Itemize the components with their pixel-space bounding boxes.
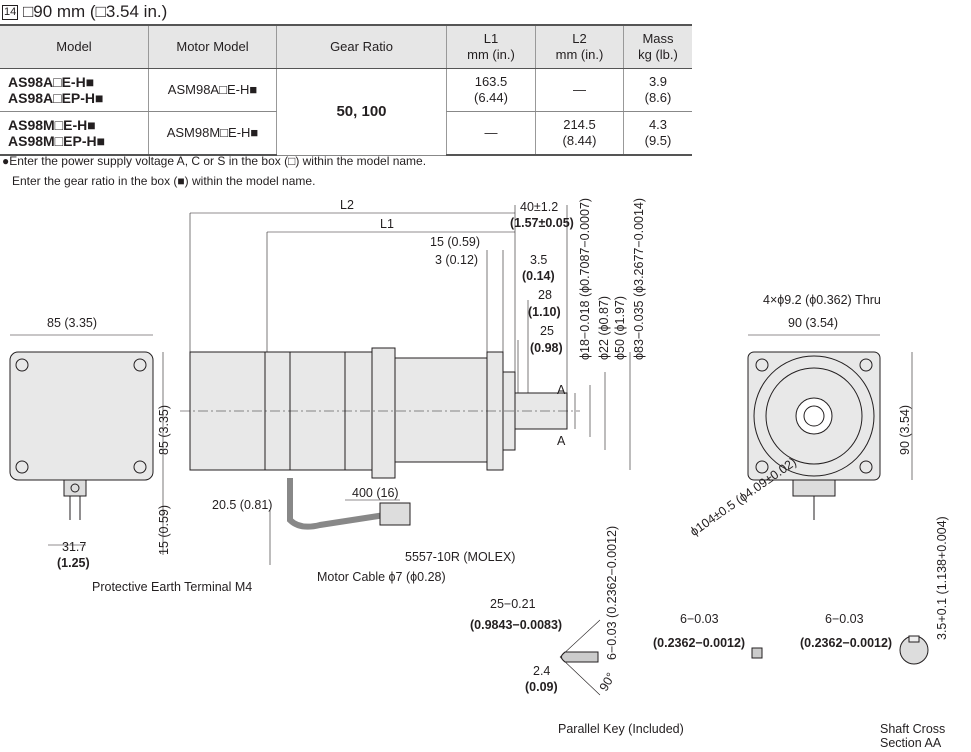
dim-mounting-holes: 4×ϕ9.2 (ϕ0.362) Thru	[763, 293, 881, 307]
shaft-key-width: 6−0.03	[825, 612, 864, 626]
key-length: 25−0.21	[490, 597, 536, 611]
dim-phi22: ϕ22 (ϕ0.87)	[597, 295, 611, 360]
section-mark-a: A	[557, 383, 566, 397]
pe-terminal-label: Protective Earth Terminal M4	[92, 580, 253, 594]
dim-15-terminal: 15 (0.59)	[157, 504, 171, 555]
shaft-caption: Shaft Cross Section AA	[880, 722, 946, 750]
shaft-key-depth: 3.5+0.1 (1.138+0.004)	[935, 516, 949, 640]
motor-model-cell: ASM98M□E-H■	[148, 111, 277, 156]
dim-3-5-in: (0.14)	[522, 269, 555, 283]
motor-end-view	[9, 334, 164, 555]
col-mass: Mass kg (lb.)	[623, 24, 692, 69]
dim-90-width: 90 (3.54)	[788, 316, 839, 330]
table-row: AS98A□E-H■AS98A□EP-H■ ASM98A□E-H■ 50, 10…	[0, 68, 692, 156]
key-height: 6−0.03 (0.2362−0.0012)	[605, 525, 619, 660]
gear-ratio-cell: 50, 100	[276, 68, 447, 156]
table-row: AS98M□E-H■AS98M□EP-H■ ASM98M□E-H■ — 214.…	[0, 111, 692, 156]
cable-label: Motor Cable ϕ7 (ϕ0.28)	[317, 570, 446, 584]
dim-15: 15 (0.59)	[430, 235, 481, 249]
dim-85-height: 85 (3.35)	[157, 404, 171, 455]
dim-3-5: 3.5	[530, 253, 548, 267]
section-number: 14	[2, 5, 19, 20]
dim-28: 28	[538, 288, 552, 302]
dim-31-7: 31.7	[62, 540, 87, 554]
mass-cell: 3.9 (8.6)	[623, 68, 692, 112]
dim-85-width: 85 (3.35)	[47, 316, 98, 330]
motor-model-cell: ASM98A□E-H■	[148, 68, 277, 112]
l2-cell: 214.5 (8.44)	[535, 111, 624, 156]
note-gear-ratio: Enter the gear ratio in the box (■) with…	[12, 174, 316, 188]
dim-l2: L2	[340, 198, 354, 212]
dim-40: 40±1.2	[520, 200, 559, 214]
dim-l1: L1	[380, 217, 394, 231]
col-gear-ratio: Gear Ratio	[276, 24, 447, 69]
section-title: 14 □90 mm (□3.54 in.)	[2, 2, 167, 22]
col-model: Model	[0, 24, 149, 69]
screw-icon	[15, 358, 147, 474]
motor-side-view	[180, 205, 631, 565]
section-mark-a: A	[557, 434, 566, 448]
spec-table: Model Motor Model Gear Ratio L1 mm (in.)…	[0, 24, 692, 156]
l1-cell: 163.5 (6.44)	[446, 68, 536, 112]
note-voltage: ●Enter the power supply voltage A, C or …	[2, 154, 427, 168]
model-cell: AS98A□E-H■AS98A□EP-H■	[0, 68, 149, 112]
model-name: AS98A□EP-H■	[8, 90, 104, 106]
model-name: AS98A□E-H■	[8, 74, 95, 90]
l1-cell: —	[446, 111, 536, 156]
connector-label: 5557-10R (MOLEX)	[405, 550, 516, 564]
key-caption: Parallel Key (Included)	[558, 722, 684, 736]
dim-phi50: ϕ50 (ϕ1.97)	[613, 295, 627, 360]
flange-front-view	[747, 334, 913, 520]
dim-20-5: 20.5 (0.81)	[212, 498, 273, 512]
dim-phi83: ϕ83−0.035 (ϕ3.2677−0.0014)	[632, 197, 646, 360]
dim-28-in: (1.10)	[528, 305, 561, 319]
dim-400: 400 (16)	[352, 486, 399, 500]
key-width: 6−0.03	[680, 612, 719, 626]
dim-31-7-in: (1.25)	[57, 556, 90, 570]
key-chamfer-in: (0.09)	[525, 680, 558, 694]
col-motor-model: Motor Model	[148, 24, 277, 69]
section-title-text: □90 mm (□3.54 in.)	[22, 2, 168, 21]
parallel-key-drawing	[559, 619, 929, 696]
l2-cell: —	[535, 68, 624, 112]
dim-25: 25	[540, 324, 554, 338]
key-width-in: (0.2362−0.0012)	[653, 636, 746, 650]
col-l1: L1 mm (in.)	[446, 24, 536, 69]
dim-90-height: 90 (3.54)	[898, 404, 912, 455]
model-name: AS98M□E-H■	[8, 117, 96, 133]
model-cell: AS98M□E-H■AS98M□EP-H■	[0, 111, 149, 156]
dim-phi18: ϕ18−0.018 (ϕ0.7087−0.0007)	[578, 197, 592, 360]
dim-40-in: (1.57±0.05)	[510, 216, 574, 230]
dim-3: 3 (0.12)	[435, 253, 479, 267]
col-l2: L2 mm (in.)	[535, 24, 624, 69]
mass-cell: 4.3 (9.5)	[623, 111, 692, 156]
shaft-key-width-in: (0.2362−0.0012)	[800, 636, 893, 650]
key-length-in: (0.9843−0.0083)	[470, 618, 563, 632]
model-name: AS98M□EP-H■	[8, 133, 106, 149]
mounting-hole-icon	[755, 358, 873, 474]
dim-25-in: (0.98)	[530, 341, 563, 355]
key-chamfer: 2.4	[533, 664, 551, 678]
